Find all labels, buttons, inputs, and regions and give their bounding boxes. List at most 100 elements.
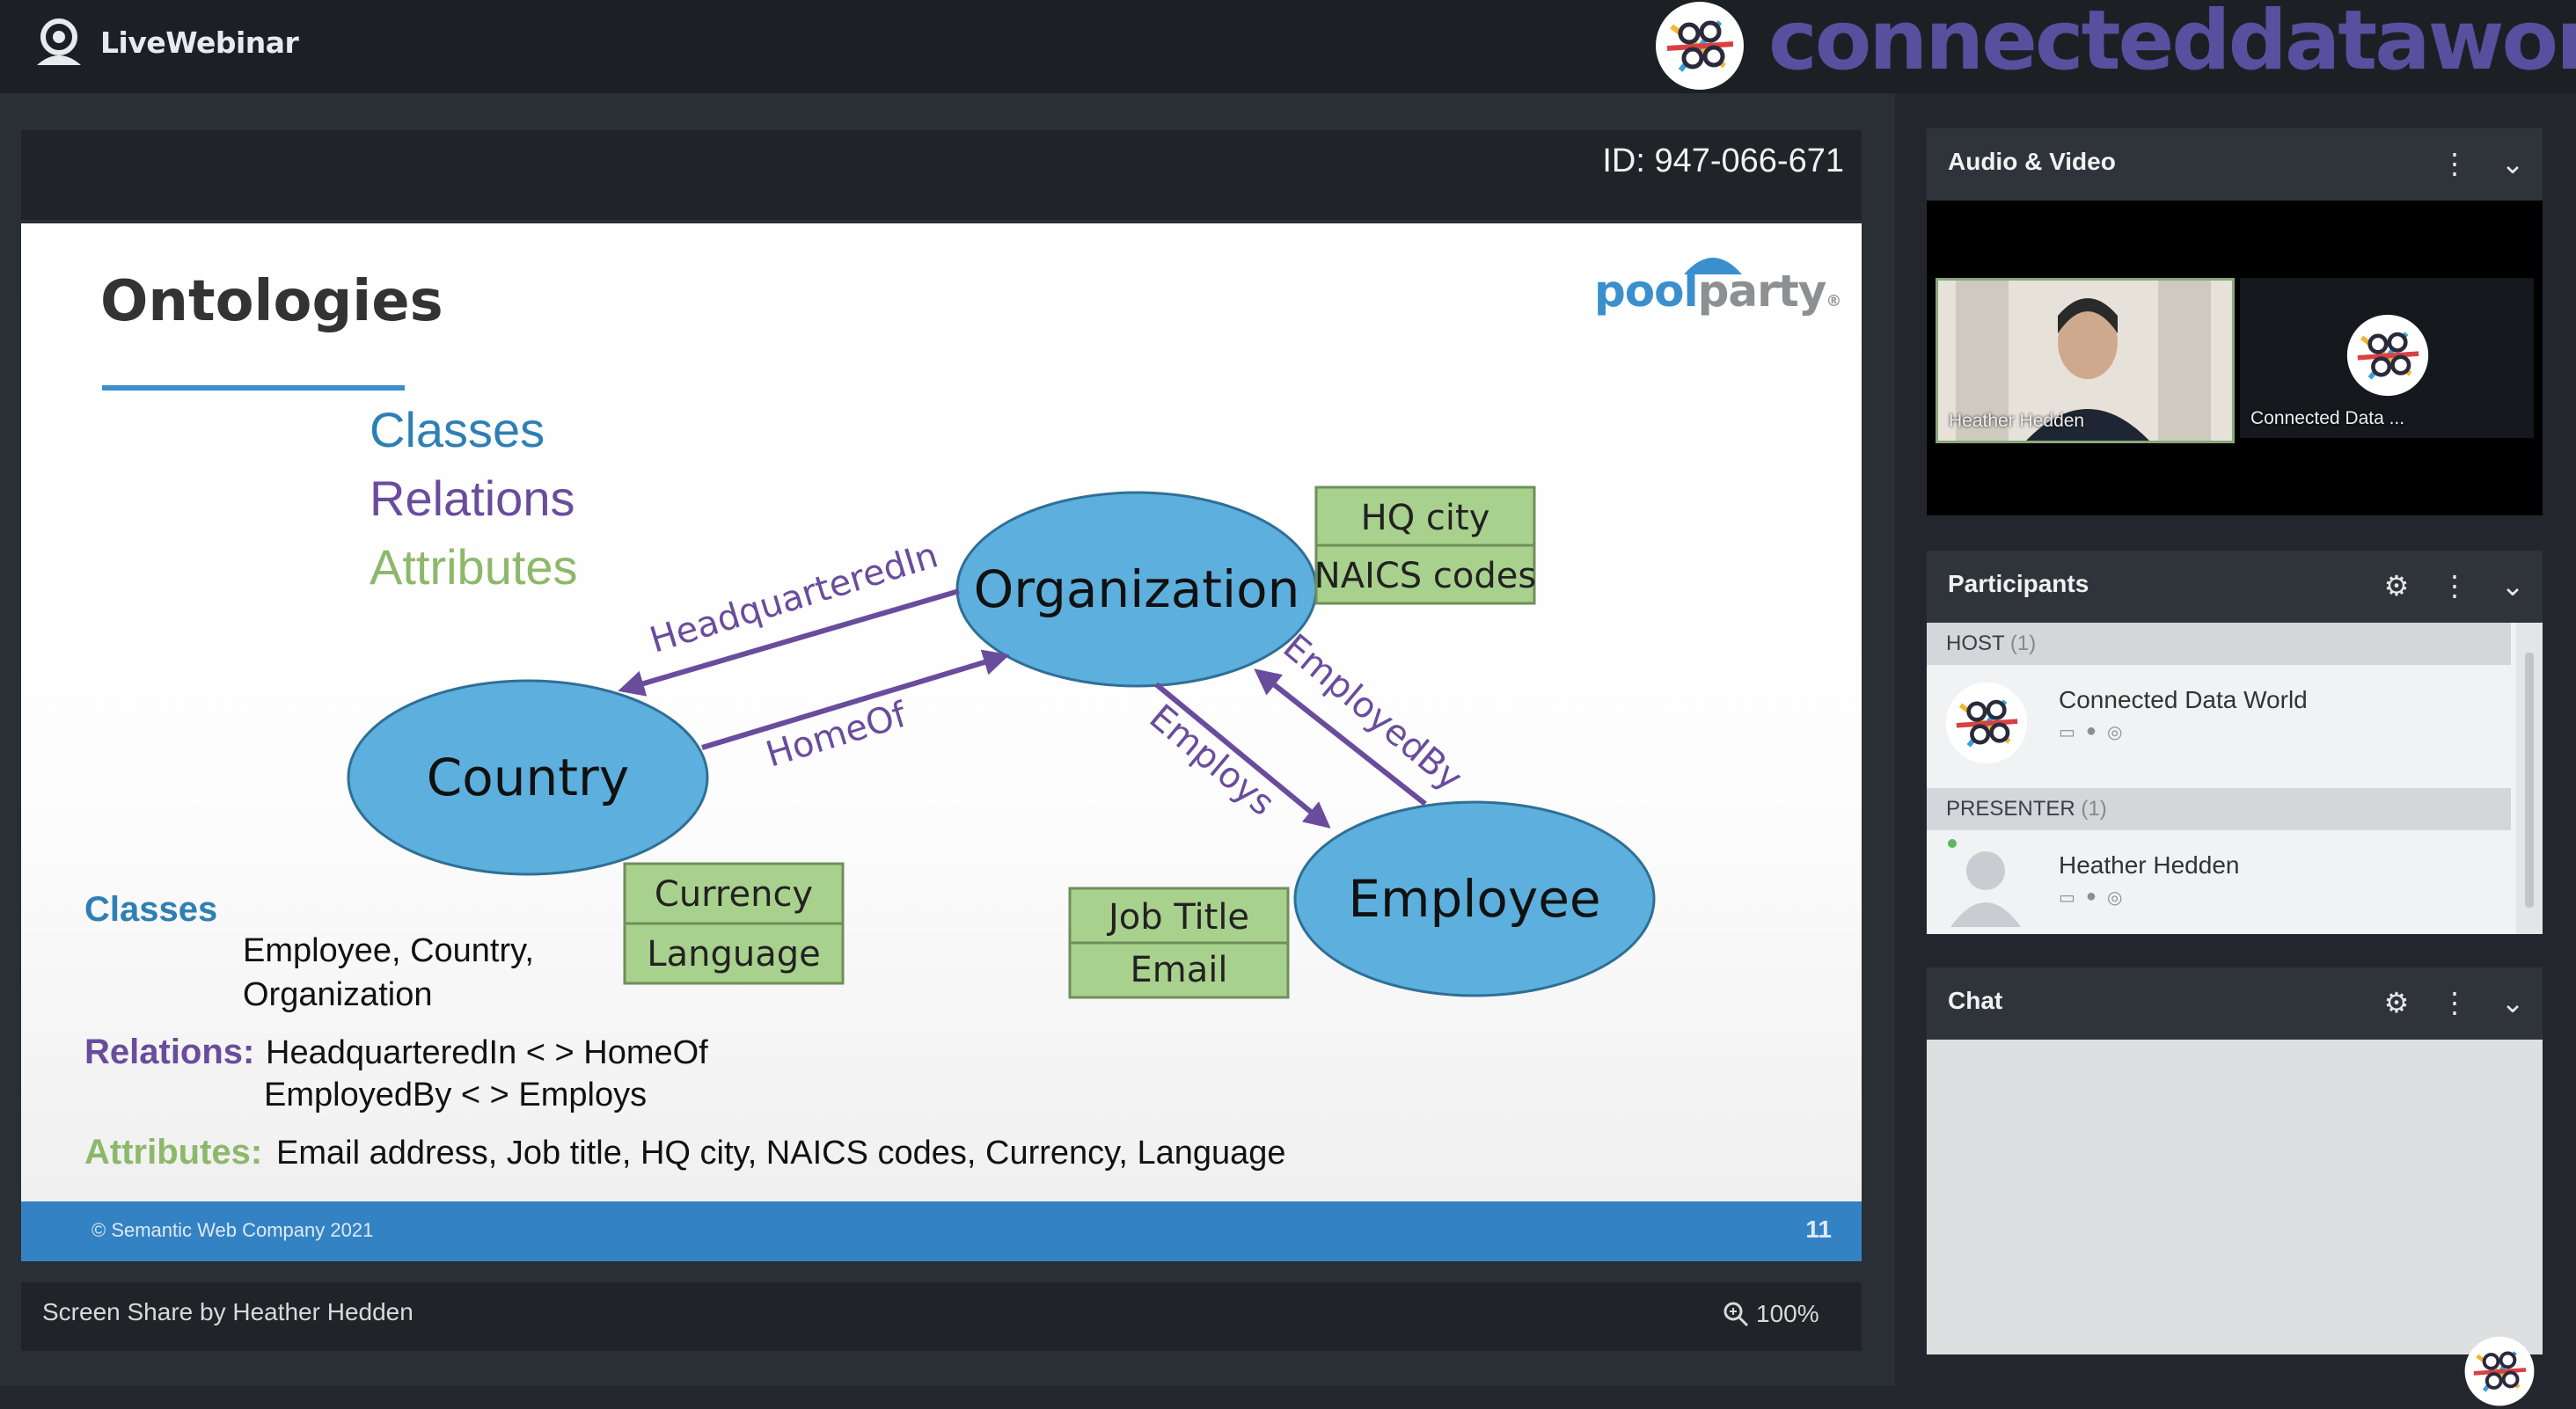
event-brand-text: connecteddataworld [1768, 0, 2576, 89]
participants-scrollbar[interactable] [2516, 623, 2543, 934]
cdw-avatar-icon [2346, 314, 2429, 397]
chevron-down-icon[interactable]: ⌄ [2500, 987, 2525, 1018]
chat-title: Chat [1948, 987, 2003, 1014]
screen-share-label: Screen Share by Heather Hedden [42, 1298, 413, 1325]
stage-header [21, 130, 1862, 220]
chevron-down-icon[interactable]: ⌄ [2500, 148, 2525, 179]
employee-node [1293, 800, 1656, 997]
zoom-value: 100% [1756, 1300, 1819, 1327]
participants-header: Participants ⚙ ⋮ ⌄ [1927, 551, 2543, 623]
employee-label: Employee [1348, 869, 1600, 929]
video-tile-name: Heather Hedden [1949, 411, 2085, 431]
more-vertical-icon[interactable]: ⋮ [2441, 148, 2469, 179]
attr-box [623, 922, 845, 985]
online-status-icon [1948, 839, 1957, 848]
device-icons: ▭ ● ◎ [2059, 721, 2122, 743]
summary-relations-line1: HeadquarteredIn < > HomeOf [266, 1034, 708, 1071]
attr-hq-city: HQ city [1361, 498, 1490, 538]
chat-panel: Chat ⚙ ⋮ ⌄ [1927, 967, 2543, 1354]
meeting-id: ID: 947-066-671 [1602, 142, 1844, 179]
device-icons: ▭ ● ◎ [2059, 887, 2122, 909]
attr-box [1068, 941, 1290, 999]
chevron-down-icon[interactable]: ⌄ [2500, 570, 2525, 602]
laptop-icon: ▭ [2059, 888, 2075, 908]
more-vertical-icon[interactable]: ⋮ [2441, 987, 2469, 1018]
apple-icon: ● [2085, 721, 2097, 741]
presenter-video-icon [1938, 281, 2232, 441]
participant-name: Connected Data World [2059, 686, 2308, 713]
legend-relations: Relations [370, 471, 575, 526]
country-label: Country [427, 748, 629, 807]
video-tile-name: Connected Data ... [2250, 408, 2405, 428]
audio-video-panel: Audio & Video ⋮ ⌄ Heather Hedden Connect… [1927, 128, 2543, 515]
attr-box [1314, 485, 1536, 547]
participant-row-presenter[interactable]: Heather Hedden ▭ ● ◎ [1927, 830, 2511, 934]
chat-header: Chat ⚙ ⋮ ⌄ [1927, 967, 2543, 1040]
summary-classes-label: Classes [84, 890, 218, 929]
organization-label: Organization [974, 559, 1300, 619]
webcam-icon [37, 18, 81, 65]
legend-attributes: Attributes [370, 539, 578, 595]
summary-attributes-text: Email address, Job title, HQ city, NAICS… [276, 1135, 1286, 1172]
attr-box [1314, 544, 1536, 605]
employs-arrow [1154, 682, 1331, 829]
participant-row-host[interactable]: Connected Data World ▭ ● ◎ [1927, 665, 2511, 788]
stage-footer [21, 1282, 1862, 1351]
video-tile-heather[interactable]: Heather Hedden [1936, 278, 2235, 443]
chat-messages-area[interactable] [1927, 1040, 2543, 1354]
employedby-arrow [1254, 668, 1427, 807]
browser-icon: ◎ [2107, 888, 2123, 908]
default-avatar-icon [1950, 851, 2021, 927]
summary-relations-line2: EmployedBy < > Employs [264, 1077, 648, 1113]
summary-classes-line2: Organization [243, 976, 433, 1013]
slide-footer: © Semantic Web Company 2021 11 [21, 1201, 1862, 1261]
participants-title: Participants [1948, 570, 2089, 597]
slide-title: Ontologies [100, 269, 443, 334]
scrollbar-thumb[interactable] [2525, 653, 2534, 908]
slide-page-number: 11 [1805, 1216, 1832, 1243]
attr-naics-codes: NAICS codes [1314, 556, 1536, 596]
employedby-label: EmployedBy [1276, 626, 1470, 799]
audio-video-title: Audio & Video [1948, 148, 2116, 175]
zoom-control[interactable]: 100% [1723, 1300, 1819, 1328]
summary-relations-label: Relations: [84, 1033, 255, 1071]
attr-job-title: Job Title [1106, 897, 1249, 938]
attr-currency: Currency [655, 874, 813, 915]
shared-slide: Ontologies poolparty® Classes Relations … [21, 223, 1862, 1261]
apple-icon: ● [2085, 887, 2097, 906]
attr-box [1068, 887, 1290, 945]
host-section-label: HOST (1) [1946, 631, 2037, 655]
brand-name: LiveWebinar [100, 25, 299, 60]
audio-video-header: Audio & Video ⋮ ⌄ [1927, 128, 2543, 201]
laptop-icon: ▭ [2059, 723, 2075, 742]
connected-data-world-logo-icon [1656, 2, 1744, 90]
participant-name: Heather Hedden [2059, 851, 2240, 879]
top-bar [0, 0, 2576, 93]
poolparty-logo: poolparty® [1594, 266, 1841, 317]
gear-icon[interactable]: ⚙ [2383, 987, 2410, 1018]
watermark-logo-icon [2464, 1336, 2535, 1406]
ontology-diagram: Organization Country Employee Headquarte… [347, 485, 1656, 999]
homeof-arrow [701, 649, 1010, 750]
headquarteredin-arrow [618, 588, 960, 697]
presenter-section-header: PRESENTER (1) [1927, 788, 2511, 830]
umbrella-icon [1684, 258, 1742, 274]
attr-language: Language [647, 934, 820, 975]
employs-label: Employs [1142, 697, 1283, 823]
video-tile-cdw[interactable]: Connected Data ... [2240, 278, 2534, 438]
browser-icon: ◎ [2107, 723, 2123, 742]
country-node [347, 679, 709, 876]
summary-classes-line1: Employee, Country, [243, 932, 534, 969]
legend-classes: Classes [370, 402, 545, 457]
more-vertical-icon[interactable]: ⋮ [2441, 570, 2469, 602]
gear-icon[interactable]: ⚙ [2383, 570, 2410, 602]
host-section-header: HOST (1) [1927, 623, 2511, 665]
slide-copyright: © Semantic Web Company 2021 [91, 1219, 374, 1241]
title-underline [102, 385, 405, 391]
host-avatar-icon [1945, 682, 2028, 764]
zoom-icon [1723, 1302, 1749, 1327]
attr-email: Email [1131, 950, 1228, 990]
attr-box [623, 862, 845, 925]
livewebinar-logo[interactable]: LiveWebinar [32, 18, 299, 67]
presenter-section-label: PRESENTER (1) [1946, 797, 2107, 821]
